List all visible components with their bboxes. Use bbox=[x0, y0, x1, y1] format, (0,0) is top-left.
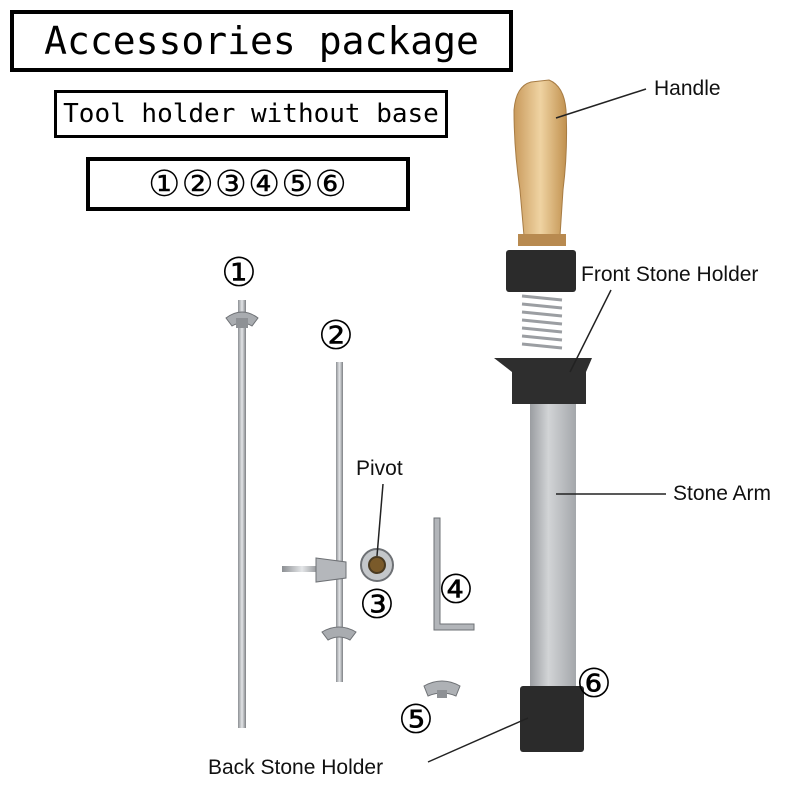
package-subtitle-box: Tool holder without base bbox=[54, 90, 448, 138]
callout-back-stone-holder: Back Stone Holder bbox=[208, 756, 384, 779]
callout-pivot: Pivot bbox=[356, 457, 403, 480]
part-number-6: ⑥ bbox=[576, 661, 612, 707]
part-number-3: ③ bbox=[359, 582, 395, 628]
leader-lines bbox=[376, 88, 666, 763]
rod-1 bbox=[225, 300, 259, 728]
rod-2-assembly bbox=[282, 362, 394, 682]
package-subtitle: Tool holder without base bbox=[63, 99, 439, 129]
callout-handle: Handle bbox=[654, 77, 721, 100]
hex-key bbox=[433, 517, 475, 631]
part-number-5: ⑤ bbox=[398, 697, 434, 743]
package-title-box: Accessories package bbox=[10, 10, 513, 72]
part-number-1: ① bbox=[221, 250, 257, 296]
wing-nut bbox=[423, 680, 461, 698]
part-number-4: ④ bbox=[438, 567, 474, 613]
part-number-2: ② bbox=[318, 313, 354, 359]
part-numbers-box: ①②③④⑤⑥ bbox=[86, 157, 410, 211]
part-numbers: ①②③④⑤⑥ bbox=[148, 163, 348, 205]
callout-front-stone-holder: Front Stone Holder bbox=[581, 263, 759, 286]
callout-stone-arm: Stone Arm bbox=[673, 482, 772, 505]
package-title: Accessories package bbox=[44, 19, 479, 63]
stone-arm-assembly bbox=[494, 79, 592, 752]
